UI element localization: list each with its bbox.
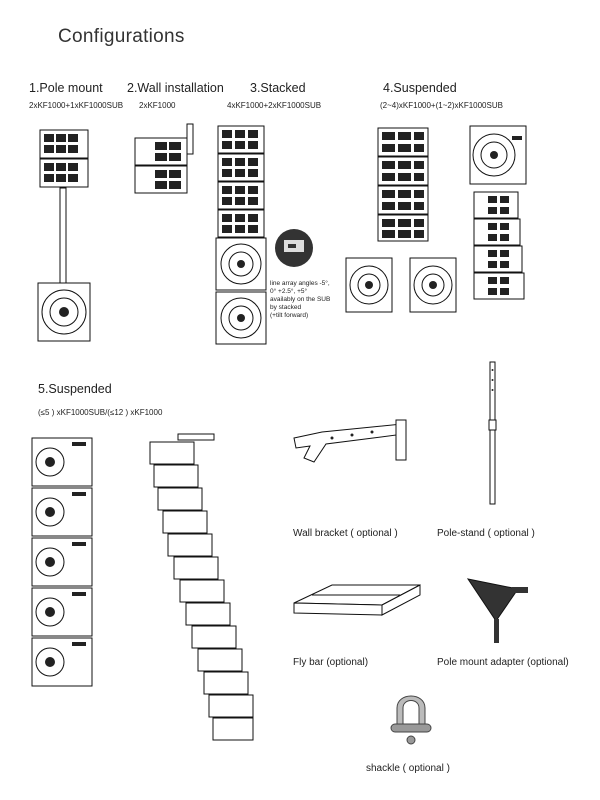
page-title: Configurations: [58, 26, 185, 47]
pole-icon: [59, 187, 67, 284]
subwoofer-cabinet-icon: [31, 637, 93, 687]
line-array-cabinet-icon: [217, 153, 265, 182]
section-heading-suspended-4: 4.Suspended: [383, 81, 457, 95]
config-stacked: 4xKF1000+2xKF1000SUB: [227, 101, 322, 110]
stacked-illustration: [215, 125, 313, 345]
wall-installation-illustration: [134, 123, 194, 194]
subwoofer-cabinet-icon: [409, 257, 457, 313]
suspended-4-illustration: [345, 125, 527, 313]
config-suspended-4: (2~4)xKF1000+(1~2)xKF1000SUB: [380, 101, 503, 110]
pole-stand-icon: [488, 361, 497, 505]
accessory-label-fly-bar: Fly bar (optional): [293, 657, 369, 668]
subwoofer-cabinet-icon: [31, 487, 93, 537]
subwoofer-cabinet-icon: [31, 537, 93, 587]
suspended-5-illustration: [31, 433, 254, 741]
line-array-cabinet-icon: [377, 185, 429, 215]
accessory-label-shackle: shackle ( optional ): [366, 763, 450, 774]
accessory-label-pole-stand: Pole-stand ( optional ): [437, 528, 535, 539]
line-array-cabinet-icon: [39, 129, 89, 159]
line-array-cabinet-icon: [473, 272, 525, 300]
line-array-cabinet-icon: [377, 156, 429, 186]
subwoofer-cabinet-icon: [215, 291, 267, 345]
config-wall-installation: 2xKF1000: [139, 101, 176, 110]
line-array-cabinet-icon: [473, 245, 523, 273]
section-heading-pole-mount: 1.Pole mount: [29, 81, 103, 95]
config-suspended-5: (≤5 ) xKF1000SUB/(≤12 ) xKF1000: [38, 408, 163, 417]
shackle-icon: [390, 695, 432, 745]
pole-mount-illustration: [37, 129, 91, 342]
line-array-cabinet-icon: [473, 218, 521, 246]
line-array-cabinet-icon: [377, 214, 429, 242]
line-array-cabinet-icon: [217, 181, 265, 210]
line-array-cabinet-icon: [217, 125, 265, 154]
fly-bar-icon: [293, 584, 421, 616]
accessory-label-wall-bracket: Wall bracket ( optional ): [293, 528, 398, 539]
line-array-cabinet-icon: [217, 209, 265, 238]
config-pole-mount: 2xKF1000+1xKF1000SUB: [29, 101, 124, 110]
line-array-cabinet-icon: [134, 165, 188, 194]
magnifier-detail-icon: [275, 229, 313, 267]
subwoofer-cabinet-icon: [31, 437, 93, 487]
subwoofer-cabinet-icon: [469, 125, 527, 185]
section-heading-suspended-5: 5.Suspended: [38, 382, 112, 396]
section-heading-stacked: 3.Stacked: [250, 81, 306, 95]
subwoofer-cabinet-icon: [31, 587, 93, 637]
fly-bar-icon: [177, 433, 215, 441]
section-heading-wall-installation: 2.Wall installation: [127, 81, 224, 95]
subwoofer-cabinet-icon: [215, 237, 267, 291]
subwoofer-cabinet-icon: [345, 257, 393, 313]
subwoofer-cabinet-icon: [37, 282, 91, 342]
wall-bracket-icon: [293, 419, 407, 463]
line-array-cabinet-icon: [39, 158, 89, 188]
stacked-angle-note: line array angles -5°, 0° +2.5°, +5° ava…: [270, 280, 331, 319]
accessory-label-pole-mount-adapter: Pole mount adapter (optional): [437, 657, 569, 668]
line-array-cabinet-icon: [377, 127, 429, 157]
line-array-cabinet-icon: [473, 191, 519, 219]
line-array-curve-icon: [149, 441, 254, 741]
wall-bracket-plate-icon: [186, 123, 194, 155]
pole-mount-adapter-icon: [466, 578, 528, 643]
line-array-cabinet-icon: [134, 137, 188, 166]
